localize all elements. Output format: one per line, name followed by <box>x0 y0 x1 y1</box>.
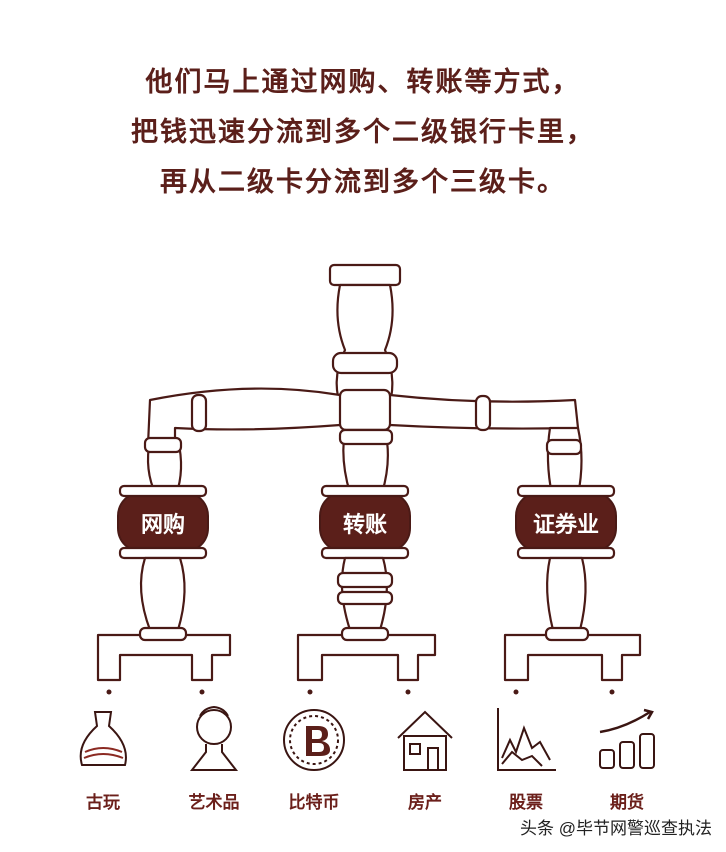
coins-growth-icon <box>599 708 655 769</box>
bust-statue-icon <box>189 705 239 771</box>
center-splitter <box>296 633 437 682</box>
branch-label-zhengquan: 证券业 <box>532 513 599 538</box>
main-pipe-cap <box>328 263 402 287</box>
pipe-joint-left <box>190 393 208 433</box>
outlet-label-guwan: 古玩 <box>86 793 120 813</box>
bitcoin-glyph <box>306 726 330 756</box>
stock-chart-icon <box>497 708 556 771</box>
caption-line-3: 再从二级卡分流到多个三级卡。 <box>160 167 566 198</box>
outlet-label-yishupin: 艺术品 <box>188 793 240 813</box>
caption-line-1: 他们马上通过网购、转账等方式， <box>145 67 581 98</box>
branch-label-wanggou: 网购 <box>140 513 185 538</box>
outlet-label-gupiao: 股票 <box>509 793 543 813</box>
left-descend-ring <box>143 436 183 454</box>
right-splitter <box>503 633 642 682</box>
outlet-label-fangchan: 房产 <box>408 793 442 813</box>
left-splitter <box>96 633 232 682</box>
bitcoin-icon <box>283 709 345 771</box>
main-junction <box>338 388 392 432</box>
branch-label-zhuanzhang: 转账 <box>342 513 387 538</box>
watermark: 头条 @毕节网警巡查执法 <box>520 819 712 838</box>
right-descend-ring <box>545 438 583 456</box>
outlet-label-qihuo: 期货 <box>610 793 644 813</box>
outlet-label-bitebi: 比特币 <box>288 793 340 813</box>
center-descend-ring <box>338 428 394 446</box>
vase-icon <box>79 711 127 766</box>
house-icon <box>397 710 453 771</box>
pipe-joint-right <box>474 394 492 432</box>
caption-line-2: 把钱迅速分流到多个二级银行卡里， <box>131 117 595 148</box>
main-pipe-ring <box>331 351 399 375</box>
